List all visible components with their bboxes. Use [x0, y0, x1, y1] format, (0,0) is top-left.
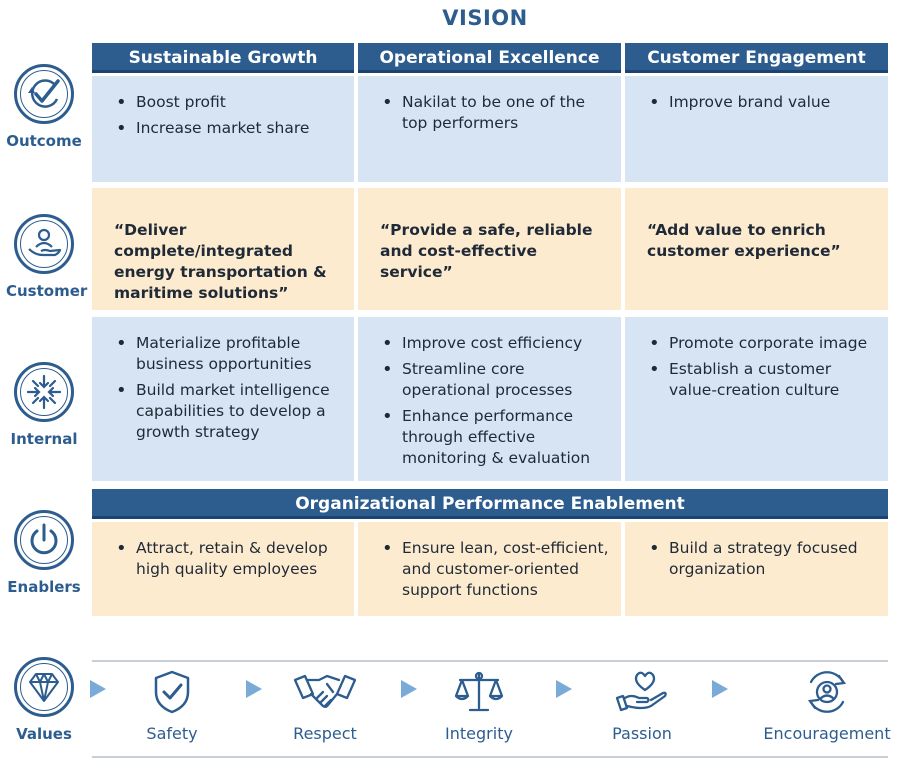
outcome-row-header: Outcome	[6, 64, 82, 150]
value-label: Integrity	[445, 724, 513, 743]
balance-scale-icon	[454, 671, 504, 712]
person-cycle-icon	[807, 671, 847, 713]
list-item: Ensure lean, cost-efficient, and custome…	[380, 538, 609, 601]
customer-label: Customer	[6, 282, 88, 300]
column-header-customer-engagement: Customer Engagement	[625, 43, 888, 73]
power-icon	[14, 510, 74, 570]
list-item: Establish a customer value-creation cult…	[647, 359, 876, 401]
list-item: Build a strategy focused organization	[647, 538, 876, 580]
enablers-cell-3: Build a strategy focused organization	[625, 522, 888, 616]
list-item: Increase market share	[114, 118, 342, 139]
enablement-banner: Organizational Performance Enablement	[92, 489, 888, 519]
arrow-icon	[712, 680, 728, 698]
values-label: Values	[16, 725, 72, 743]
column-header-operational-excellence: Operational Excellence	[358, 43, 621, 73]
enablers-cell-2: Ensure lean, cost-efficient, and custome…	[358, 522, 621, 616]
diamond-icon	[14, 657, 74, 717]
outcome-label: Outcome	[6, 132, 82, 150]
outcome-cell-1: Boost profit Increase market share	[92, 76, 354, 182]
list-item: Boost profit	[114, 92, 342, 113]
arrow-icon	[401, 680, 417, 698]
arrow-icon	[246, 680, 262, 698]
value-safety: Safety	[107, 668, 237, 743]
column-header-sustainable-growth: Sustainable Growth	[92, 43, 354, 73]
value-label: Respect	[293, 724, 357, 743]
list-item: Improve cost efficiency	[380, 333, 609, 354]
enablers-cell-1: Attract, retain & develop high quality e…	[92, 522, 354, 616]
values-top-rule	[92, 660, 888, 662]
list-item: Nakilat to be one of the top performers	[380, 92, 609, 134]
value-integrity: Integrity	[414, 668, 544, 743]
arrow-icon	[90, 680, 106, 698]
converging-arrows-icon	[14, 362, 74, 422]
value-encouragement: Encouragement	[762, 668, 892, 743]
values-row-header: Values	[6, 657, 82, 743]
internal-cell-1: Materialize profitable business opportun…	[92, 317, 354, 481]
values-bottom-rule	[92, 756, 888, 758]
list-item: Attract, retain & develop high quality e…	[114, 538, 342, 580]
internal-cell-3: Promote corporate image Establish a cust…	[625, 317, 888, 481]
shield-check-icon	[154, 670, 190, 714]
value-passion: Passion	[577, 668, 707, 743]
outcome-cell-3: Improve brand value	[625, 76, 888, 182]
list-item: Build market intelligence capabilities t…	[114, 380, 342, 443]
value-label: Encouragement	[763, 724, 891, 743]
list-item: Enhance performance through effective mo…	[380, 406, 609, 469]
hand-heart-icon	[615, 671, 667, 712]
value-label: Safety	[146, 724, 198, 743]
handshake-icon	[293, 674, 357, 708]
customer-quote-3: “Add value to enrich customer experience…	[625, 188, 888, 310]
hand-person-icon	[14, 214, 74, 274]
internal-label: Internal	[10, 430, 78, 448]
list-item: Streamline core operational processes	[380, 359, 609, 401]
customer-quote-2: “Provide a safe, reliable and cost-effec…	[358, 188, 621, 310]
list-item: Materialize profitable business opportun…	[114, 333, 342, 375]
outcome-cell-2: Nakilat to be one of the top performers	[358, 76, 621, 182]
arrow-icon	[556, 680, 572, 698]
value-label: Passion	[612, 724, 672, 743]
enablers-row-header: Enablers	[6, 510, 82, 596]
vision-title: VISION	[442, 6, 528, 30]
list-item: Promote corporate image	[647, 333, 876, 354]
check-cycle-icon	[14, 64, 74, 124]
customer-row-header: Customer	[6, 214, 88, 300]
enablers-label: Enablers	[7, 578, 81, 596]
customer-quote-1: “Deliver complete/integrated energy tran…	[92, 188, 354, 310]
list-item: Improve brand value	[647, 92, 876, 113]
value-respect: Respect	[260, 668, 390, 743]
internal-row-header: Internal	[6, 362, 82, 448]
internal-cell-2: Improve cost efficiency Streamline core …	[358, 317, 621, 481]
